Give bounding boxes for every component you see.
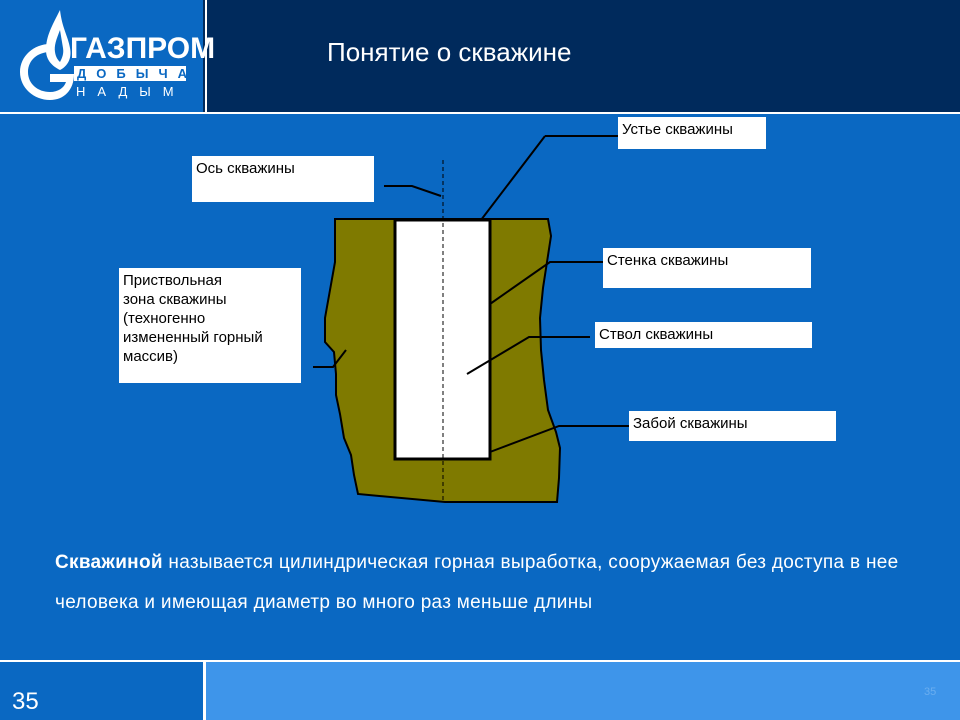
footer-top-line: [0, 660, 960, 662]
label-near-wall-zone: Приствольная зона скважины (техногенно и…: [119, 268, 301, 383]
label-axis: Ось скважины: [192, 156, 374, 202]
label-bottom: Забой скважины: [629, 411, 836, 441]
leader-mouth-diag: [480, 135, 546, 221]
footer-left-panel: [0, 662, 203, 720]
logo-subtitle: ДОБЫЧА: [74, 66, 186, 81]
header-bottom-line: [0, 112, 960, 114]
leader-bottom: [489, 425, 629, 453]
leader-zone: [313, 349, 347, 368]
header-divider: [205, 0, 207, 112]
footer-divider: [203, 662, 206, 720]
label-wall: Стенка скважины: [603, 248, 811, 288]
definition-term: Скважиной: [55, 552, 163, 573]
logo: ГАЗПРОМ ДОБЫЧА НАДЫМ: [0, 0, 215, 112]
label-mouth: Устье скважины: [618, 117, 766, 149]
definition-text: Скважиной называется цилиндрическая горн…: [55, 543, 915, 623]
leader-axis: [384, 185, 442, 197]
leader-bore: [466, 336, 590, 375]
slide-number-small: 35: [924, 686, 937, 698]
label-bore: Ствол скважины: [595, 322, 812, 348]
logo-city: НАДЫМ: [76, 84, 186, 99]
gazprom-flame-icon: [20, 10, 74, 100]
well-bore: [393, 218, 492, 461]
leader-wall: [489, 261, 603, 305]
page-title: Понятие о скважине: [327, 37, 572, 67]
logo-name: ГАЗПРОМ: [70, 32, 216, 65]
definition-body: называется цилиндрическая горная выработ…: [55, 552, 899, 613]
slide-number: 35: [12, 688, 39, 715]
